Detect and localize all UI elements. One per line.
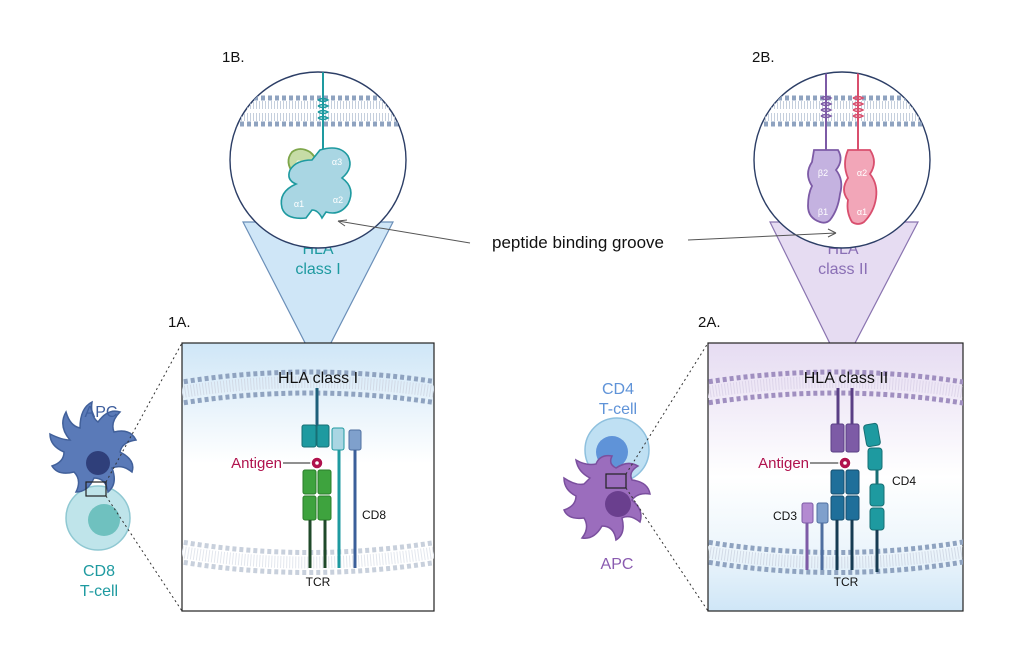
tcr-label: TCR bbox=[306, 575, 331, 589]
class2-beta-chain bbox=[807, 149, 843, 224]
class2-synapse-box: HLA class II TCR CD3 CD4 Antigen bbox=[707, 342, 964, 612]
zoom-line-right-top bbox=[625, 342, 709, 475]
groove-arrowhead-left bbox=[337, 219, 348, 227]
cd4-d3 bbox=[869, 483, 885, 507]
panel-label-1b: 1B. bbox=[222, 49, 245, 66]
cd4-d2 bbox=[867, 447, 883, 471]
tcell-label-right-line2: T-cell bbox=[599, 401, 637, 418]
tcr-beta-v bbox=[845, 469, 860, 495]
membrane-bilayer bbox=[230, 95, 406, 127]
tcr-beta-v bbox=[317, 469, 332, 495]
cd4-label: CD4 bbox=[892, 474, 916, 488]
class1-zoom-circle: β2 α3 α1 α2 bbox=[229, 71, 407, 249]
domain-label-a2: α2 bbox=[333, 195, 343, 205]
tcr-alpha-c bbox=[830, 495, 845, 521]
cd3-domain-2 bbox=[816, 502, 829, 524]
class2-cone-label-line2: class II bbox=[818, 261, 868, 278]
class1-cone-label-line2: class I bbox=[295, 261, 340, 278]
class2-box-title: HLA class II bbox=[804, 370, 888, 387]
tcr-label: TCR bbox=[834, 575, 859, 589]
tcr-alpha-c bbox=[302, 495, 317, 521]
cd8-domain bbox=[348, 429, 362, 451]
antigen-label: Antigen bbox=[231, 455, 282, 472]
cd8-tcell bbox=[65, 485, 131, 551]
apc-label-left: APC bbox=[85, 404, 118, 421]
class1-a1a2-domain bbox=[316, 424, 330, 448]
domain-label-b1: β1 bbox=[818, 207, 828, 217]
tcell-label-left-line2: T-cell bbox=[80, 583, 118, 600]
class2-zoom-circle: β2 α2 β1 α1 bbox=[753, 71, 931, 249]
groove-arrow-left bbox=[337, 220, 471, 244]
synapse-focus-box-left bbox=[85, 481, 107, 497]
tcell-label-left-line1: CD8 bbox=[83, 563, 115, 580]
cd8-label: CD8 bbox=[362, 508, 386, 522]
class2-alpha-chain bbox=[843, 149, 878, 225]
domain-label-b2: β2 bbox=[818, 168, 828, 178]
apc-label-right: APC bbox=[601, 556, 634, 573]
class1-alpha-chain bbox=[280, 147, 352, 220]
domain-label-a3: α3 bbox=[332, 157, 342, 167]
class1-synapse-box: HLA class I CD8 TCR Antigen bbox=[181, 342, 435, 612]
cd4-d1 bbox=[863, 422, 881, 448]
apc-cell-class2 bbox=[563, 454, 651, 542]
domain-label-a1: α1 bbox=[294, 199, 304, 209]
tcr-alpha-v bbox=[830, 469, 845, 495]
panel-label-1a: 1A. bbox=[168, 314, 191, 331]
tcr-beta-c bbox=[317, 495, 332, 521]
groove-arrow-right bbox=[687, 232, 837, 241]
tcr-beta-c bbox=[845, 495, 860, 521]
class2-beta-domain bbox=[830, 423, 845, 453]
domain-label-a1: α1 bbox=[857, 207, 867, 217]
b2m-domain-box bbox=[331, 427, 345, 451]
class1-a3-domain bbox=[301, 424, 317, 448]
cd3-domain-1 bbox=[801, 502, 814, 524]
tcell-label-right-line1: CD4 bbox=[602, 381, 634, 398]
panel-label-2b: 2B. bbox=[752, 49, 775, 66]
apc-cell-class1 bbox=[49, 400, 138, 494]
domain-label-a2: α2 bbox=[857, 168, 867, 178]
antigen-label: Antigen bbox=[758, 455, 809, 472]
groove-arrowhead-right bbox=[827, 228, 837, 238]
synapse-focus-box-right bbox=[605, 473, 627, 489]
panel-label-2a: 2A. bbox=[698, 314, 721, 331]
tcr-alpha-v bbox=[302, 469, 317, 495]
zoom-line-left-top bbox=[105, 342, 183, 483]
groove-label: peptide binding groove bbox=[492, 233, 664, 252]
cd3-label: CD3 bbox=[773, 509, 797, 523]
cd4-d4 bbox=[869, 507, 885, 531]
class2-alpha-domain bbox=[845, 423, 860, 453]
class1-box-title: HLA class I bbox=[278, 370, 358, 387]
